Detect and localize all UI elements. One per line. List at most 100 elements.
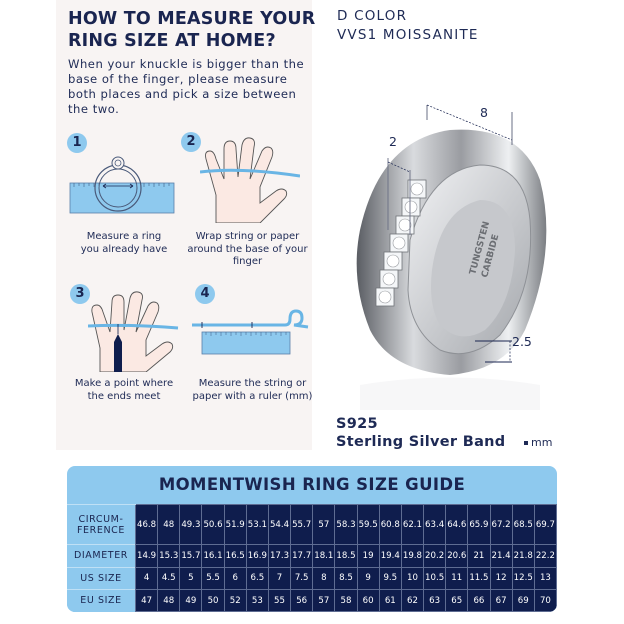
unit-legend: mm [524,436,552,449]
size-cell: 47 [134,589,159,612]
step-4-caption-line-1: Measure the string or [198,378,307,389]
row-label: EU SIZE [67,589,136,612]
size-cell: 53.1 [245,503,269,546]
size-cell: 57 [312,589,336,612]
size-cell: 10 [400,566,425,591]
size-cell: 19.4 [378,544,402,568]
step-2-caption-line-2: around the base of your finger [187,243,308,268]
intro-text: When your knuckle is bigger than the bas… [68,57,305,116]
step-2-caption-line-1: Wrap string or paper [195,231,300,242]
size-cell: 56 [290,589,314,612]
size-cell: 9 [356,566,380,591]
size-cell: 49 [179,589,203,612]
ring-size-guide: MOMENTWISH RING SIZE GUIDE CIRCUM- FEREN… [67,466,557,612]
size-cell: 60 [356,589,380,612]
material-code: S925 [336,416,378,432]
step-4-caption: Measure the string or paper with a ruler… [185,378,320,403]
size-cell: 10.5 [423,566,447,591]
step-4-caption-line-2: paper with a ruler (mm) [192,390,313,402]
size-cell: 18.1 [312,544,336,568]
step-3-caption-line-2: the ends meet [87,390,161,402]
size-cell: 64.6 [445,503,469,546]
size-cell: 20.2 [423,544,447,568]
size-cell: 22.2 [533,544,557,568]
size-cell: 6 [223,566,247,591]
size-cell: 4.5 [157,566,181,591]
size-cell: 12 [489,566,513,591]
size-cell: 21.8 [511,544,535,568]
size-cell: 70 [533,589,557,612]
size-cell: 46.8 [134,503,159,546]
size-cell: 12.5 [511,566,535,591]
size-cell: 63 [423,589,447,612]
spec-clarity: VVS1 MOISSANITE [337,27,479,43]
step-1-badge: 1 [67,133,87,153]
size-cell: 16.9 [245,544,269,568]
size-cell: 48 [157,503,181,546]
size-cell: 17.7 [290,544,314,568]
step-4-badge: 4 [195,284,215,304]
step-2-badge: 2 [181,132,201,152]
size-cell: 62 [400,589,425,612]
spec-color: D COLOR [337,8,408,24]
size-cell: 21.4 [489,544,513,568]
size-cell: 52 [223,589,247,612]
size-cell: 8 [312,566,336,591]
size-cell: 7 [267,566,292,591]
step-3-caption-line-1: Make a point where [74,378,174,389]
size-cell: 66 [467,589,491,612]
size-cell: 53 [245,589,269,612]
size-cell: 65.9 [467,503,491,546]
size-cell: 5.5 [201,566,225,591]
step-3-caption: Make a point where the ends meet [64,378,184,403]
size-cell: 14.9 [134,544,159,568]
size-cell: 55 [267,589,292,612]
size-cell: 49.3 [179,503,203,546]
material-name: Sterling Silver Band [336,434,506,450]
material-label: S925 Sterling Silver Band [336,415,505,451]
size-cell: 15.3 [157,544,181,568]
size-cell: 16.1 [201,544,225,568]
size-cell: 61 [378,589,402,612]
size-cell: 50.6 [201,503,225,546]
size-cell: 69.7 [533,503,557,546]
size-cell: 51.9 [223,503,247,546]
size-cell: 57 [312,503,336,546]
size-cell: 15.7 [179,544,203,568]
size-cell: 5 [179,566,203,591]
size-cell: 62.1 [400,503,425,546]
size-cell: 6.5 [245,566,269,591]
size-cell: 19.8 [400,544,425,568]
size-cell: 48 [157,589,181,612]
step-3-badge: 3 [70,284,90,304]
string-over-ruler-icon [192,309,309,355]
size-cell: 17.3 [267,544,292,568]
size-cell: 4 [134,566,159,591]
step-1-caption-line-2: you already have [80,243,168,255]
size-cell: 11.5 [467,566,491,591]
title-line-1: HOW TO MEASURE YOUR [68,9,316,29]
size-cell: 58.3 [334,503,358,546]
size-cell: 16.5 [223,544,247,568]
size-cell: 60.8 [378,503,402,546]
dimension-stone: 2 [389,134,397,149]
size-cell: 11 [445,566,469,591]
size-cell: 7.5 [290,566,314,591]
size-cell: 58 [334,589,358,612]
ring-product-image: TUNGSTEN CARBIDE [356,104,547,410]
size-cell: 20.6 [445,544,469,568]
row-label: US SIZE [67,566,136,590]
how-to-title: HOW TO MEASURE YOUR RING SIZE AT HOME? [68,8,318,52]
stone-spec: D COLOR VVS1 MOISSANITE [337,7,479,45]
ring-on-ruler-icon [69,156,175,214]
title-line-2: RING SIZE AT HOME? [68,31,276,51]
row-label: DIAMETER [67,544,136,568]
size-cell: 50 [201,589,225,612]
size-cell: 21 [467,544,491,568]
size-cell: 65 [445,589,469,612]
size-cell: 8.5 [334,566,358,591]
size-cell: 63.4 [423,503,447,546]
